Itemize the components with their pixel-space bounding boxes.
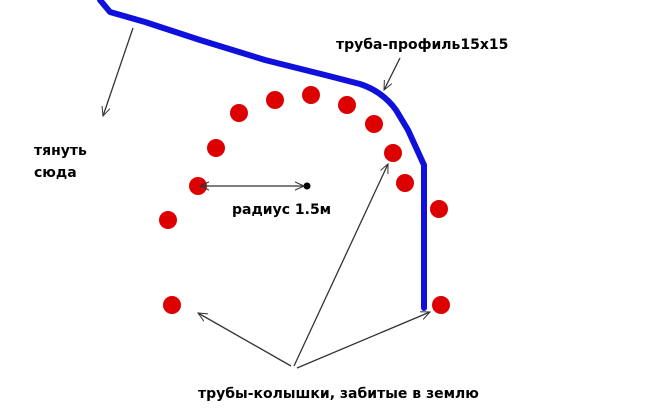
radius-label: радиус 1.5м	[232, 202, 332, 218]
stake	[302, 86, 320, 104]
stake-pointer-arrow	[198, 313, 292, 367]
stakes-group	[159, 86, 450, 314]
stake	[384, 144, 402, 162]
stake-pointer-arrow	[293, 164, 389, 367]
tube-profile-label: труба-профиль15х15	[336, 37, 509, 53]
stake	[159, 211, 177, 229]
stakes-label: трубы-колышки, забитые в землю	[198, 386, 479, 402]
stake	[365, 115, 383, 133]
radius-center-point	[303, 182, 311, 190]
stake	[266, 91, 284, 109]
profile-tube	[97, 0, 427, 311]
stake	[430, 200, 448, 218]
pull-here-label: тянуть сюда	[34, 140, 87, 184]
stake	[207, 139, 225, 157]
stake	[338, 96, 356, 114]
pull-arrow	[103, 27, 134, 116]
stake	[432, 296, 450, 314]
stake-pointer-arrow	[296, 312, 430, 369]
tube-label-arrow	[383, 57, 401, 90]
pull-here-line-2: сюда	[34, 165, 77, 181]
stake	[396, 174, 414, 192]
pull-here-line-1: тянуть	[34, 143, 87, 159]
stake	[163, 296, 181, 314]
stake	[230, 104, 248, 122]
